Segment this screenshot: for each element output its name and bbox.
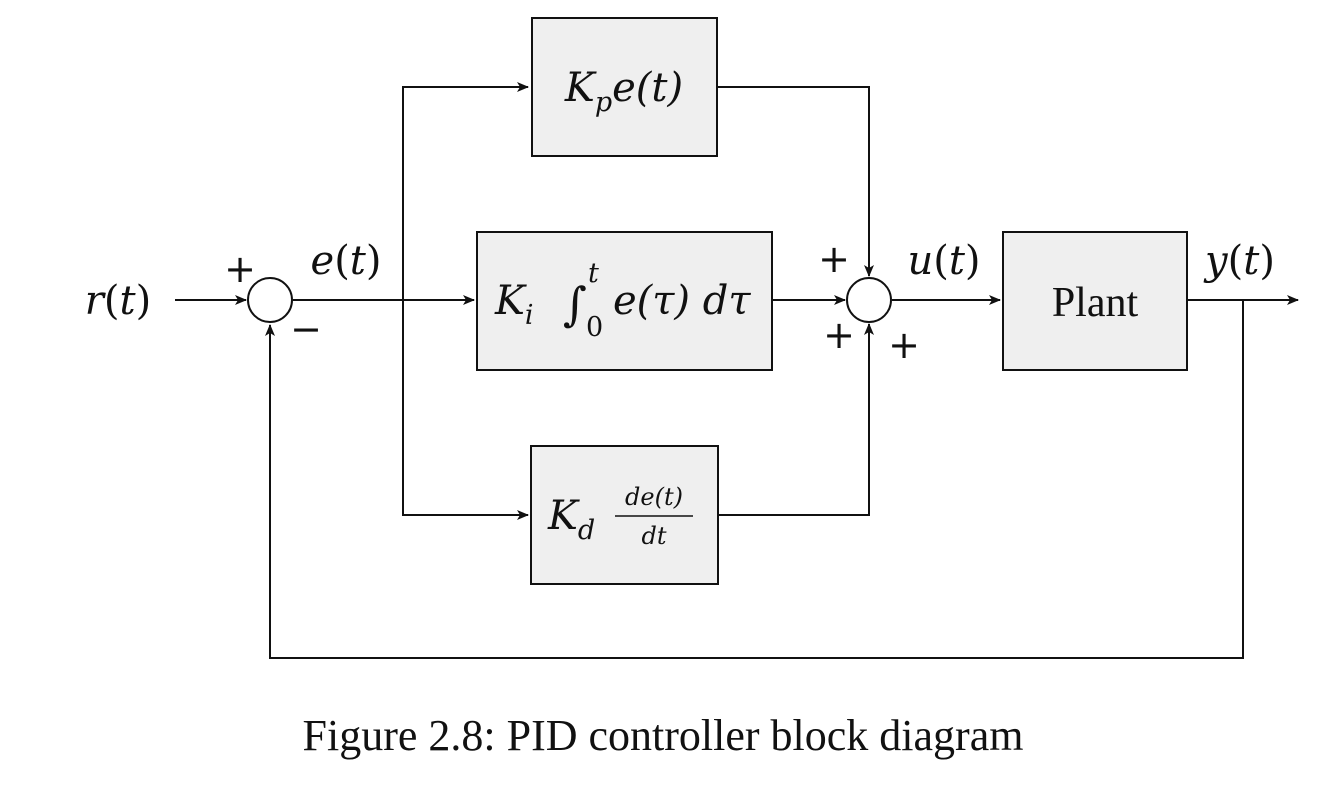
proportional-block [531,17,718,157]
error-label: e(t) [311,238,382,284]
plant-label: Plant [1052,280,1139,326]
derivative-gain: Kd [547,493,595,546]
control-sum-bottom-plus-sign: + [888,323,920,367]
control-label: u(t) [907,238,980,284]
plant-block [1002,231,1188,371]
proportional-to-sum-wire [717,86,874,277]
integral-integrand: e(τ) dτ [613,278,751,324]
integral-block [476,231,773,371]
integral-sign: ∫ [563,277,587,331]
derivative-block [530,445,719,585]
feedback-wire [265,300,1244,659]
control-sum-left-plus-sign: + [823,313,855,357]
reference-label: r(t) [85,278,151,324]
error-summing-junction [247,277,293,323]
error-sum-minus-sign: − [290,307,322,351]
integral-lower-limit: 0 [586,312,603,343]
output-label: y(t) [1203,238,1275,284]
derivative-to-sum-wire [718,323,874,516]
control-sum-top-plus-sign: + [818,237,850,281]
error-sum-plus-sign: + [224,247,256,291]
integral-gain: Ki [494,278,534,331]
derivative-denominator: dt [641,522,666,550]
error-to-derivative-wire [402,300,529,520]
proportional-expression: Kpe(t) [564,65,683,118]
figure-caption: Figure 2.8: PID controller block diagram [302,711,1024,760]
integral-upper-limit: t [588,258,599,289]
control-summing-junction [846,277,892,323]
error-to-proportional-wire [402,82,529,300]
derivative-numerator: de(t) [625,483,683,511]
